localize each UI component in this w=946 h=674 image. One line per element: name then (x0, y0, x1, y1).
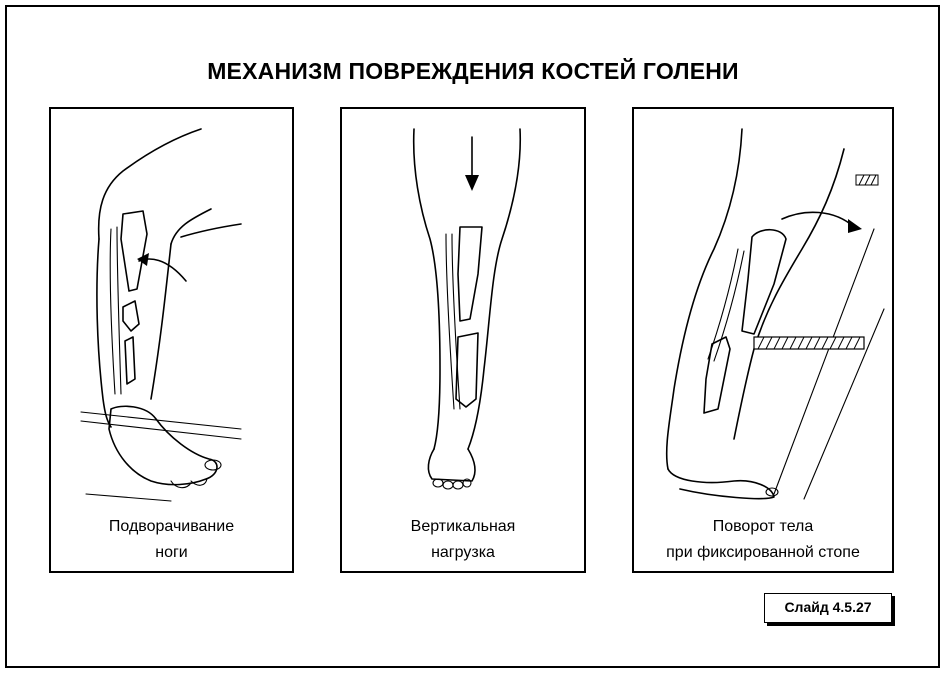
arrow-head-icon (137, 253, 149, 266)
slide-number-badge: Слайд 4.5.27 (764, 593, 892, 623)
panel-body-rotation: Поворот тела при фиксированной стопе (632, 107, 894, 573)
body-rotation-illustration (665, 128, 885, 500)
caption-line-2: при фиксированной стопе (666, 544, 860, 561)
caption-line-2: ноги (155, 544, 188, 561)
panel-leg-twisting: Подворачивание ноги (49, 107, 294, 573)
slide-title: МЕХАНИЗМ ПОВРЕЖДЕНИЯ КОСТЕЙ ГОЛЕНИ (207, 58, 739, 84)
caption-line-1: Поворот тела (712, 518, 814, 535)
arrow-down-icon (465, 175, 479, 191)
caption-line-1: Вертикальная (410, 518, 516, 535)
panel-vertical-load: Вертикальная нагрузка (340, 107, 586, 573)
caption-line-2: нагрузка (431, 544, 495, 561)
leg-twisting-illustration (80, 128, 242, 502)
panel-caption: Подворачивание ноги (51, 514, 292, 566)
rotation-arrow-icon (848, 219, 862, 233)
panel-caption: Поворот тела при фиксированной стопе (634, 514, 892, 566)
panel-caption: Вертикальная нагрузка (342, 514, 584, 566)
caption-line-1: Подворачивание (108, 518, 235, 535)
vertical-load-illustration (412, 128, 522, 490)
